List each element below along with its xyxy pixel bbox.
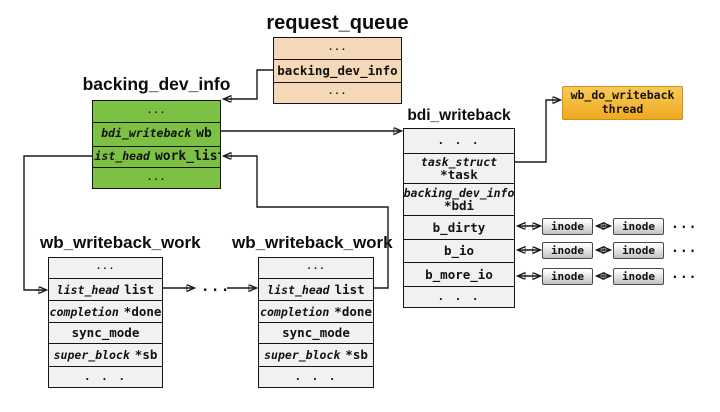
type-name: bdi_writeback — [101, 126, 192, 141]
type-name: super_block — [264, 348, 341, 363]
inode-list-ellipsis: ... — [671, 267, 698, 282]
wb-writeback-work-1-box: ... list_head list completion *done sync_mode… — [48, 257, 163, 388]
wb-writeback-work-1-row-5: . . . — [49, 366, 162, 387]
type-name: task_struct — [420, 154, 498, 169]
ellipsis-row: ... — [146, 172, 167, 183]
field-name: *done — [123, 304, 162, 320]
bdi-writeback-row-3: b_dirty — [404, 215, 514, 239]
field-name: b_dirty — [432, 219, 486, 235]
work-list-ellipsis: ... — [201, 279, 231, 295]
inode-box: inode — [542, 268, 593, 285]
field-name: sync_mode — [71, 325, 140, 341]
bdi-writeback-row-2: backing_dev_info*bdi — [404, 183, 514, 215]
field-line: sync_mode — [72, 326, 140, 339]
ellipsis-row: ... — [306, 262, 326, 273]
ellipsis-row: . . . — [437, 290, 481, 304]
request-queue-title: request_queue — [266, 12, 409, 34]
field-name: b_more_io — [425, 266, 493, 282]
wb-writeback-work-2-row-3: sync_mode — [259, 322, 373, 343]
wb-writeback-work-1-row-0: ... — [49, 258, 162, 278]
field-name: list — [124, 281, 155, 297]
field-name: backing_dev_info — [277, 63, 398, 79]
field-name: *task — [440, 167, 478, 183]
field-name: list — [334, 281, 365, 297]
wb-writeback-work-1-row-4: super_block *sb — [49, 342, 162, 367]
wb-writeback-work-1-row-1: list_head list — [49, 277, 162, 301]
type-name: list_head — [267, 282, 330, 297]
ellipsis-row: ... — [327, 42, 348, 53]
wb-writeback-work-1-row-2: completion *done — [49, 300, 162, 322]
inode-list-ellipsis: ... — [671, 217, 698, 232]
field-line: completion *done — [260, 305, 372, 318]
field-line: super_block *sb — [54, 348, 158, 361]
ellipsis-row: . . . — [83, 370, 128, 384]
request-queue-row-0: ... — [274, 38, 401, 59]
field-line: super_block *sb — [264, 348, 368, 361]
bdi-writeback-row-4: b_io — [404, 238, 514, 262]
wb-writeback-work-2-row-0: ... — [259, 258, 373, 278]
field-line: bdi_writeback wb — [101, 127, 212, 141]
inode-box: inode — [613, 268, 664, 285]
wb-writeback-work-1-title: wb_writeback_work — [40, 233, 201, 252]
bdi-writeback-row-6: . . . — [404, 286, 514, 307]
type-name: list_head — [93, 149, 150, 164]
field-line: list_head list — [267, 283, 364, 296]
field-name: *bdi — [443, 198, 475, 214]
field-name: sync_mode — [282, 325, 350, 341]
ellipsis-row: ... — [146, 105, 167, 116]
wb-writeback-work-1-row-3: sync_mode — [49, 322, 162, 343]
wb-writeback-work-2-row-4: super_block *sb — [259, 342, 373, 367]
type-name: super_block — [53, 348, 130, 363]
field-name: b_io — [443, 243, 475, 259]
backing-dev-info-row-1: bdi_writeback wb — [93, 121, 220, 146]
request-queue-row-2: ... — [274, 81, 401, 103]
ellipsis-row: ... — [95, 262, 116, 273]
thread-box-line2: thread — [601, 102, 644, 116]
field-name: work_list — [154, 149, 220, 165]
inode-box: inode — [613, 242, 664, 259]
wb-writeback-work-2-row-5: . . . — [259, 366, 373, 387]
ellipsis-row: . . . — [437, 134, 481, 148]
wb-writeback-work-2-box: ... list_head list completion *done sync_mode… — [258, 257, 374, 388]
backing-dev-info-row-3: ... — [93, 167, 220, 188]
backing-dev-info-title: backing_dev_info — [82, 74, 231, 94]
field-line: list_head work_list — [93, 150, 220, 164]
bdi-writeback-row-0: . . . — [404, 129, 514, 153]
request-queue-row-1: backing_dev_info — [274, 59, 401, 81]
wb-writeback-work-2-row-1: list_head list — [259, 277, 373, 301]
field-name: *done — [334, 304, 372, 320]
type-name: completion — [260, 305, 330, 320]
inode-box: inode — [613, 218, 664, 235]
field-name: *sb — [134, 347, 158, 363]
field-line: completion *done — [50, 305, 162, 318]
wb-writeback-work-2-title: wb_writeback_work — [232, 233, 393, 252]
ellipsis-row: ... — [327, 87, 348, 98]
bdi-writeback-title: bdi_writeback — [407, 107, 511, 124]
backing-dev-info-row-2: list_head work_list — [93, 145, 220, 168]
bdi-writeback-row-5: b_more_io — [404, 261, 514, 287]
type-name: backing_dev_info — [404, 186, 514, 201]
backing-dev-info-row-0: ... — [93, 101, 220, 122]
field-line: b_more_io — [425, 268, 493, 281]
bdi-writeback-row-1: task_struct*task — [404, 152, 514, 184]
type-name: list_head — [56, 282, 120, 297]
inode-box: inode — [542, 218, 593, 235]
backing-dev-info-box: ... bdi_writeback wb list_head work_list... — [92, 100, 221, 189]
type-name: completion — [49, 305, 119, 320]
field-name: wb — [196, 126, 212, 142]
thread-box-line1: wb_do_writeback — [570, 88, 675, 103]
field-line: b_dirty — [433, 221, 486, 234]
field-line: sync_mode — [282, 326, 350, 339]
request-queue-box: ... backing_dev_info... — [273, 37, 402, 104]
field-line: list_head list — [57, 283, 154, 296]
field-line: b_io — [444, 244, 474, 257]
wb-writeback-work-2-row-2: completion *done — [259, 300, 373, 322]
inode-box: inode — [542, 242, 593, 259]
wb-do-writeback-thread-box: wb_do_writeback thread — [562, 86, 683, 120]
field-line: backing_dev_info — [277, 64, 397, 77]
field-name: *sb — [345, 347, 368, 363]
ellipsis-row: . . . — [294, 370, 338, 384]
inode-list-ellipsis: ... — [671, 241, 698, 256]
